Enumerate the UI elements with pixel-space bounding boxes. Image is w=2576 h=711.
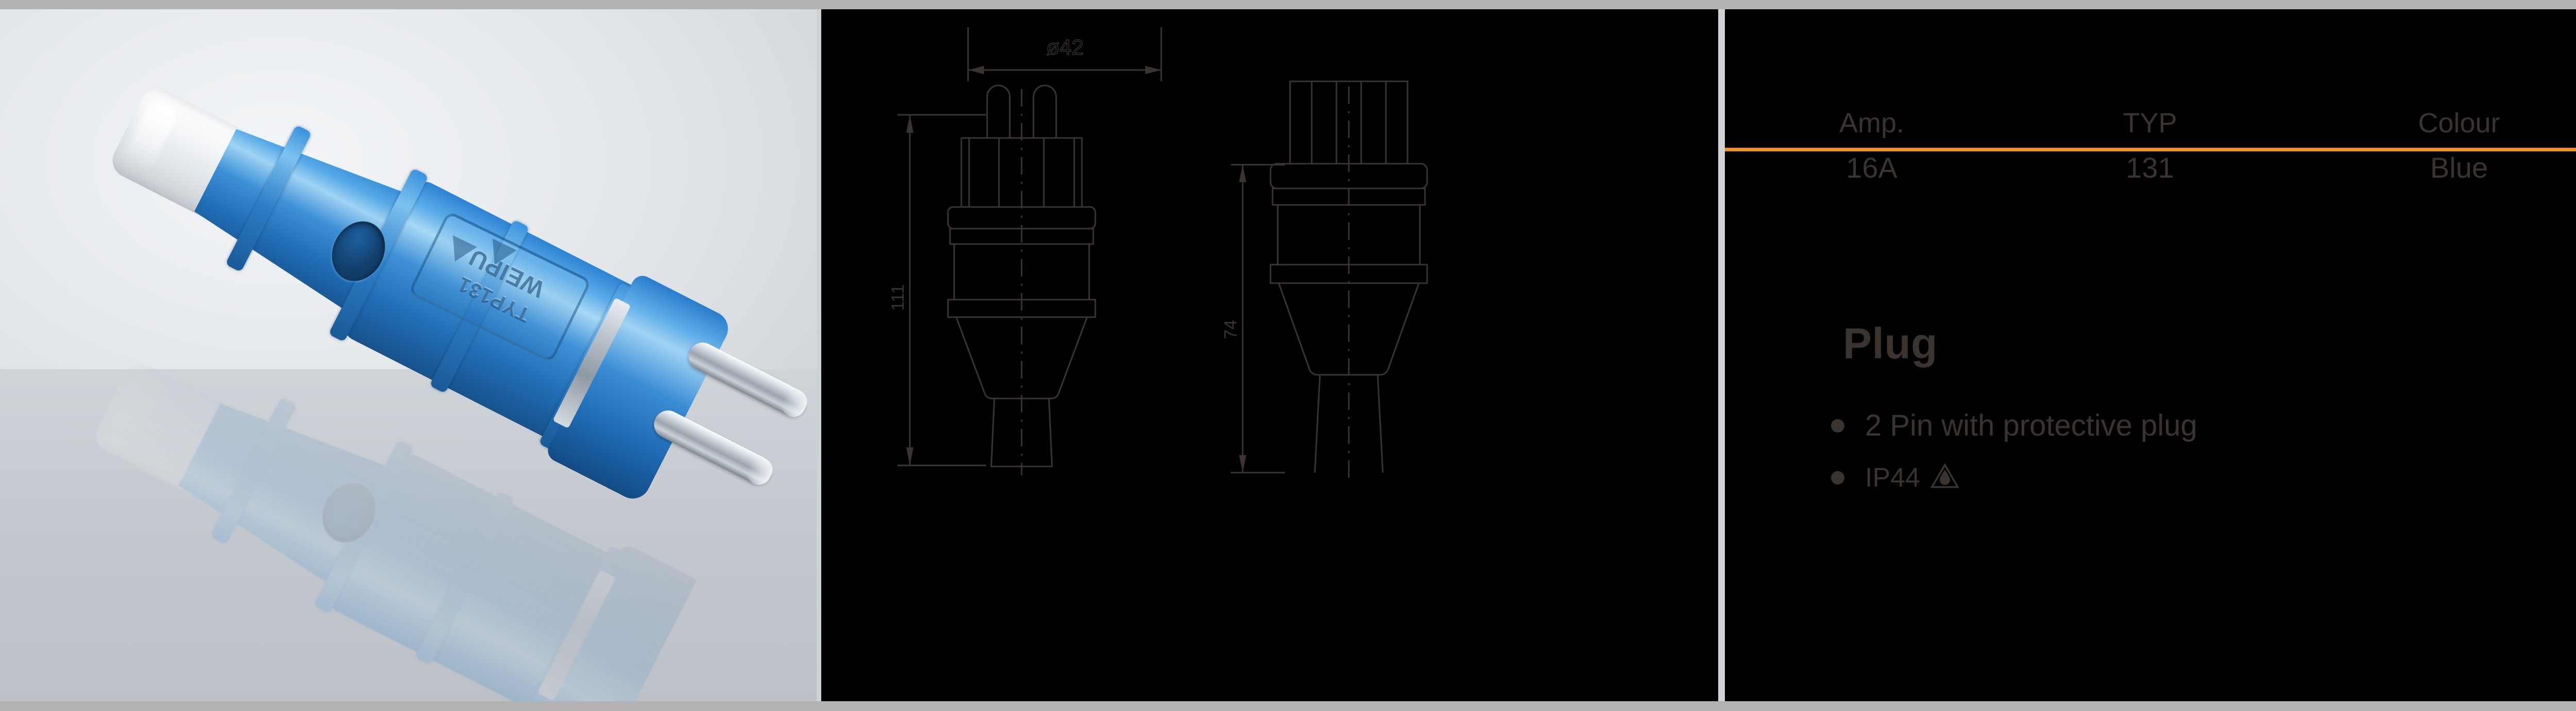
dimension-body-height: 74 — [1221, 320, 1241, 339]
panel-divider-left — [817, 9, 821, 701]
pin-reflection — [652, 642, 780, 701]
column-header-colour: Colour — [2418, 108, 2500, 138]
column-header-typ: TYP — [2123, 108, 2177, 138]
column-header-amp: Amp. — [1839, 108, 1905, 138]
table-row: 16A 131 Blue 20 45 — [1725, 144, 2576, 192]
list-item: 2 Pin with protective plug — [1831, 411, 2197, 441]
feature-label: 2 Pin with protective plug — [1865, 409, 2197, 442]
side-view — [1231, 80, 1428, 480]
header-underline-rule — [1725, 148, 2576, 151]
specification-panel: Amp. TYP Colour Pcs/packge Weight(g/pcs)… — [1725, 9, 2576, 701]
cell-colour: Blue — [2430, 151, 2488, 184]
dimension-total-height: 111 — [888, 284, 908, 311]
cell-typ: 131 — [2126, 151, 2174, 184]
spec-table: Amp. TYP Colour Pcs/packge Weight(g/pcs)… — [1725, 9, 2576, 192]
photo-stage: WEIPU TYP131 — [0, 9, 817, 701]
feature-list: 2 Pin with protective plug IP44 — [1831, 411, 2197, 514]
feature-label: IP44 — [1865, 462, 1920, 493]
front-view — [897, 27, 1162, 475]
dimension-diameter: ø42 — [1046, 35, 1083, 59]
table-header-row: Amp. TYP Colour Pcs/packge Weight(g/pcs) — [1725, 9, 2576, 144]
product-photo-panel: WEIPU TYP131 — [0, 9, 817, 701]
technical-drawing-panel: ø42 111 74 — [821, 9, 1718, 701]
bullet-icon — [1831, 419, 1844, 432]
splash-water-triangle-icon — [1930, 463, 1960, 492]
panel-divider-right — [1718, 9, 1725, 701]
technical-drawing-svg: ø42 111 74 — [888, 27, 1428, 480]
bullet-icon — [1831, 471, 1844, 484]
list-item: IP44 — [1831, 463, 2197, 492]
cell-amp: 16A — [1846, 151, 1897, 184]
page-title: Plug — [1843, 319, 1938, 368]
